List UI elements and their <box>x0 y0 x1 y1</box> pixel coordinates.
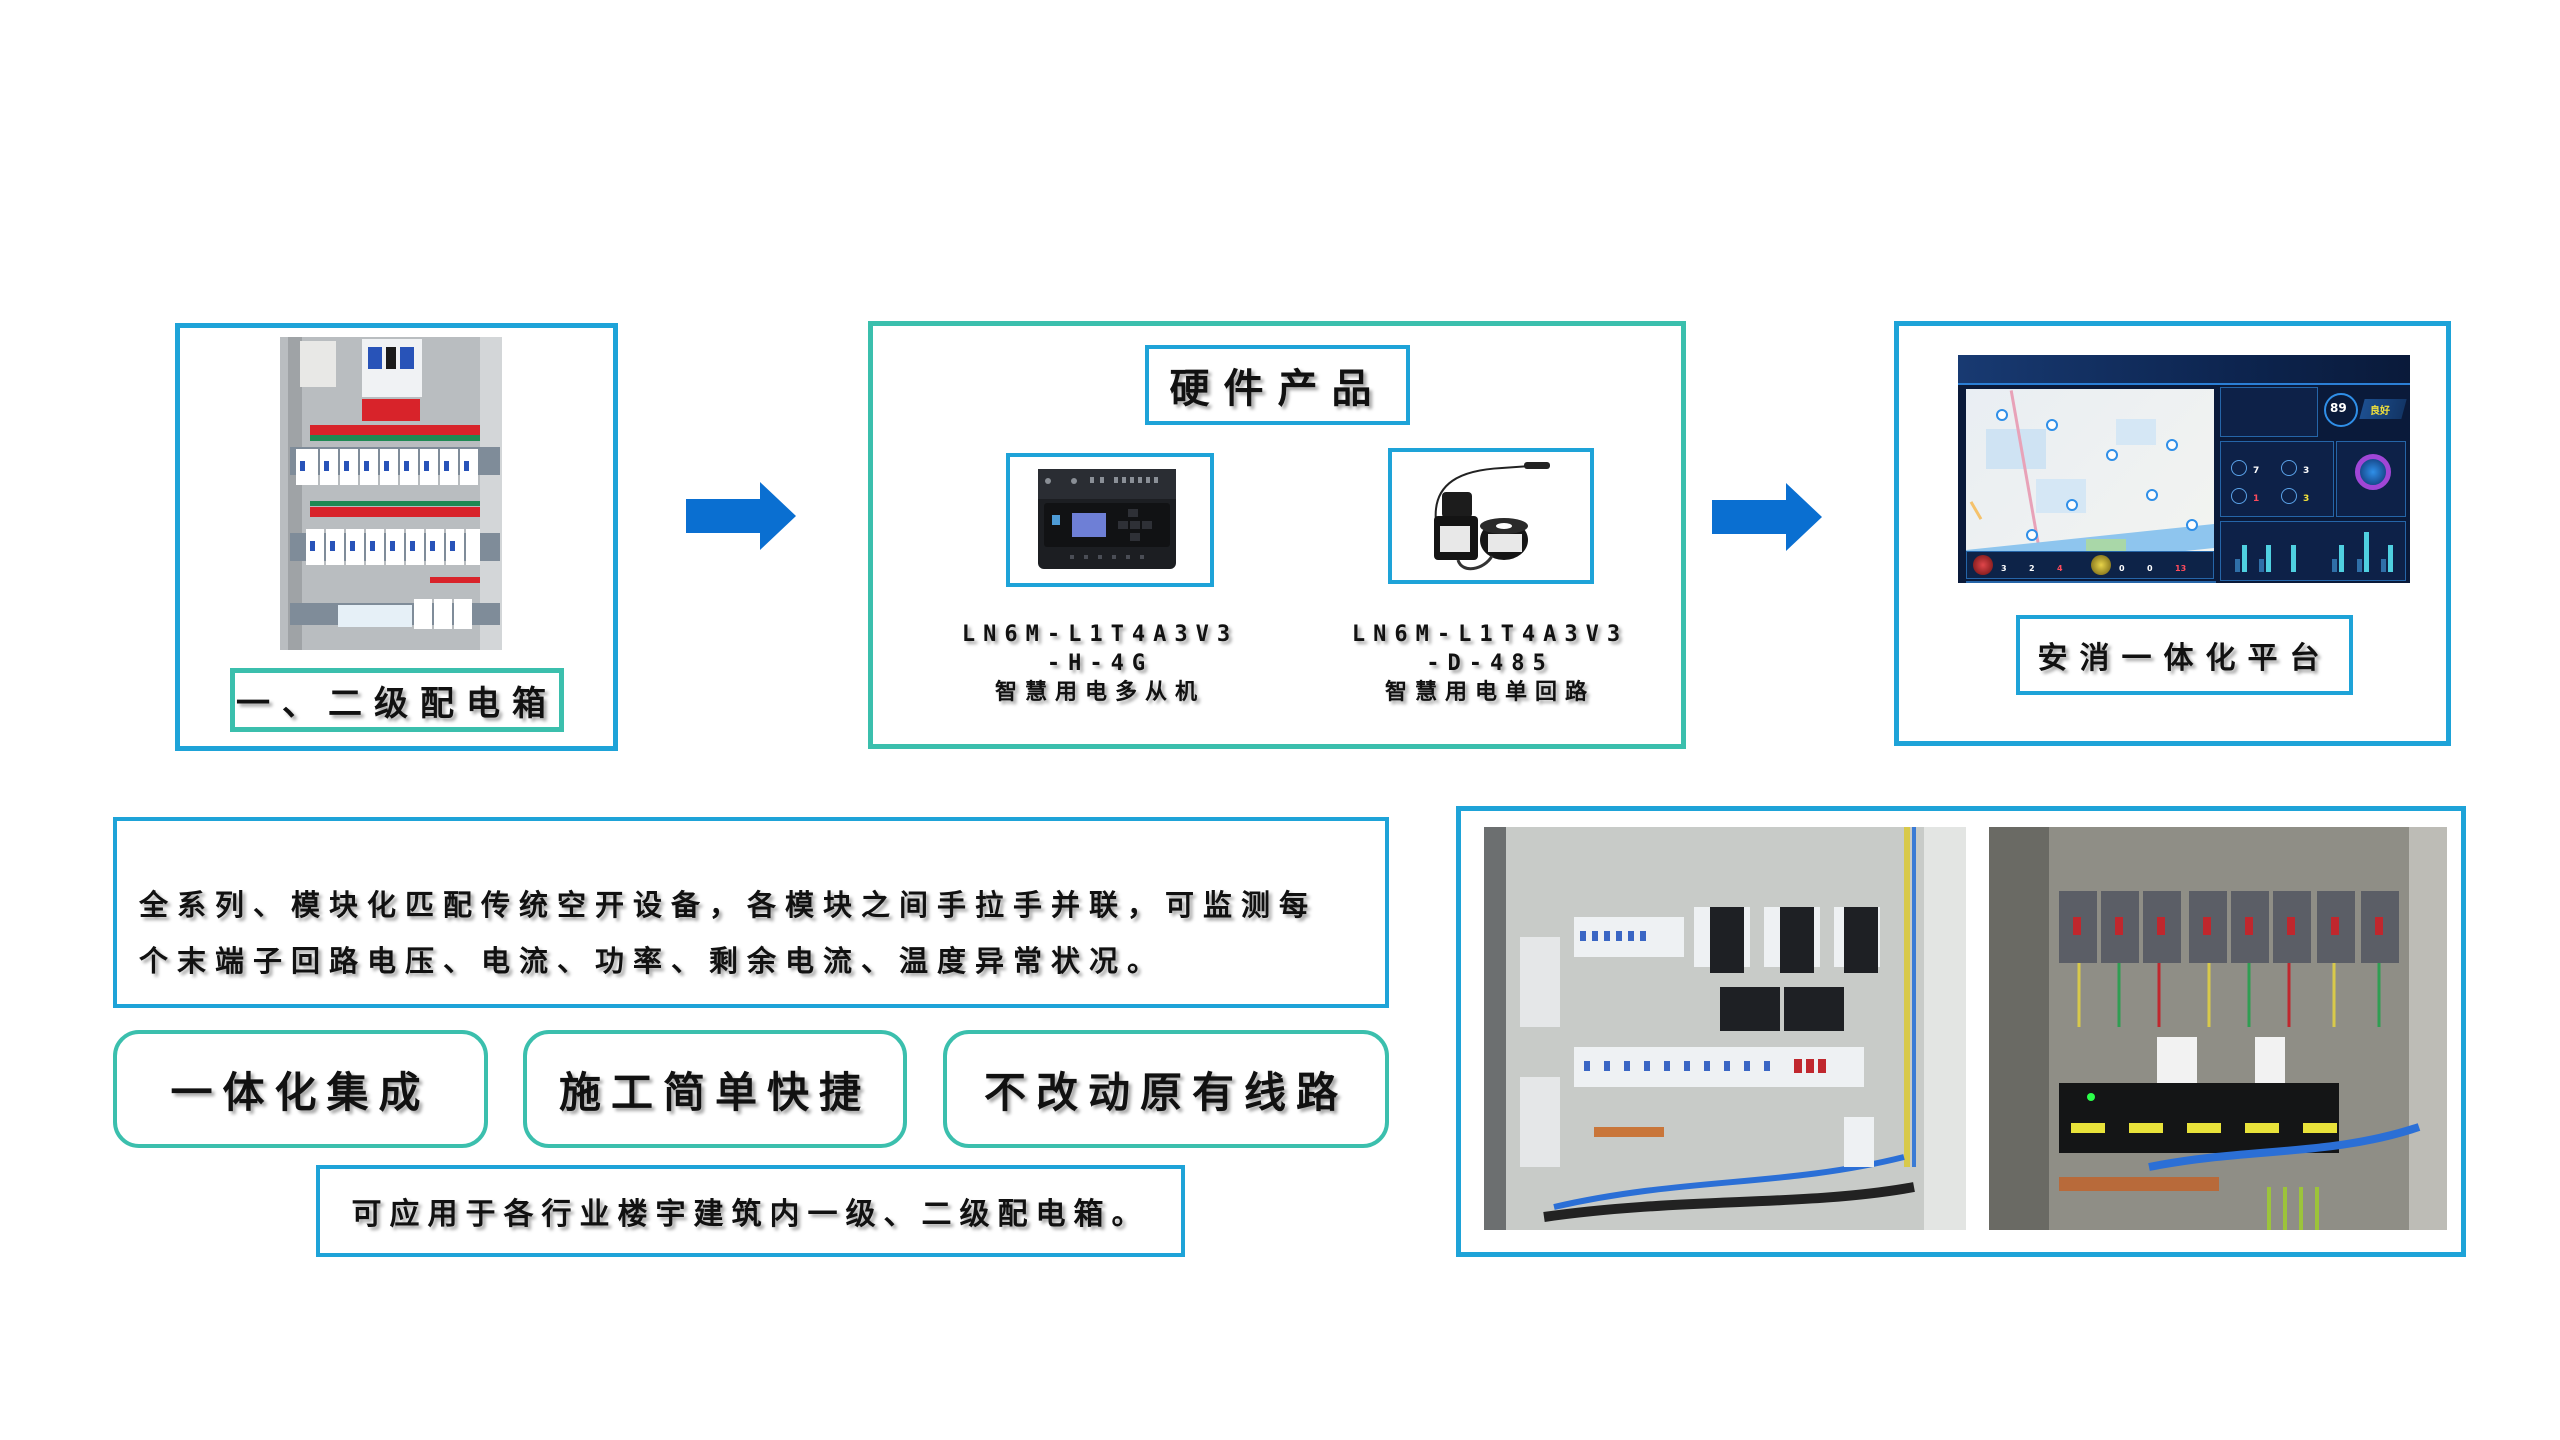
product-2-label: LN6M-L1T4A3V3 -D-485 智慧用电单回路 <box>1330 620 1650 707</box>
application-box: 可应用于各行业楼宇建筑内一级、二级配电箱。 <box>316 1165 1185 1257</box>
installed-cabinet-illustration-1 <box>1484 827 1966 1230</box>
installed-cabinet-photo-1 <box>1484 827 1966 1230</box>
mini-chart-bar-series-b <box>2242 545 2248 572</box>
description-box: 全系列、模块化匹配传统空开设备，各模块之间手拉手并联，可监测每 个末端子回路电压… <box>113 817 1389 1008</box>
stat-value-1: 7 <box>2253 466 2260 476</box>
stat-value-4: 3 <box>2303 494 2310 504</box>
product-2-model-line2: -D-485 <box>1426 651 1554 676</box>
product-1-model-line1: LN6M-L1T4A3V3 <box>961 622 1239 647</box>
mini-chart-bar-series-b <box>2387 545 2393 572</box>
platform-caption-box: 安消一体化平台 <box>2016 615 2353 695</box>
mini-chart-bar-series-a <box>2380 558 2386 572</box>
site-photos-card <box>1456 806 2466 1257</box>
right-arrow-icon <box>686 482 796 550</box>
dashboard-stats-panel: 7 3 1 3 <box>2220 441 2334 517</box>
description-line-1: 全系列、模块化匹配传统空开设备，各模块之间手拉手并联，可监测每 <box>139 888 1318 922</box>
mini-chart-bar-series-a <box>2259 558 2265 572</box>
mini-chart-bar-series-a <box>2235 558 2241 572</box>
feature-badge-2: 施工简单快捷 <box>523 1030 907 1148</box>
hardware-card <box>868 321 1686 749</box>
dashboard-score: 89 <box>2330 401 2347 415</box>
dashboard-info-panel <box>2220 387 2318 437</box>
distribution-cabinet-photo <box>280 337 502 650</box>
footer-right-value-3: 13 <box>2175 564 2187 573</box>
product-1-model-line2: -H-4G <box>1046 651 1154 676</box>
cabinet-caption: 一、二级配电箱 <box>236 683 558 724</box>
dashboard-footer: 3 2 4 0 0 13 <box>1966 551 2214 579</box>
dashboard-donut-panel <box>2336 441 2406 517</box>
platform-caption: 安消一体化平台 <box>2037 641 2332 676</box>
platform-card <box>1894 321 2451 746</box>
feature-badge-3: 不改动原有线路 <box>943 1030 1389 1148</box>
mini-chart-bar-series-a <box>2332 558 2338 572</box>
footer-left-value-2: 2 <box>2029 564 2035 573</box>
product-2-name: 智慧用电单回路 <box>1384 679 1595 705</box>
dashboard-status: 良好 <box>2370 406 2390 417</box>
hardware-title-box: 硬件产品 <box>1145 345 1410 425</box>
footer-left-value-1: 3 <box>2001 564 2007 573</box>
multi-slave-device-photo <box>1038 469 1176 569</box>
dashboard-bar-chart-panel <box>2220 521 2406 581</box>
dashboard-score-ring <box>2324 393 2358 427</box>
mini-chart-bar-series-b <box>2266 545 2272 572</box>
donut-chart <box>2355 454 2391 490</box>
right-arrow-icon <box>1712 483 1822 551</box>
hardware-title: 硬件产品 <box>1169 365 1386 412</box>
mini-chart-bar-series-b <box>2339 545 2345 572</box>
platform-dashboard-screenshot: 3 2 4 0 0 13 89 良好 7 3 1 3 <box>1958 355 2410 583</box>
mini-chart-bar-series-a <box>2356 558 2362 572</box>
product-1-name: 智慧用电多从机 <box>994 679 1205 705</box>
cabinet-illustration <box>280 337 502 650</box>
feature-3-label: 不改动原有线路 <box>983 1067 1348 1117</box>
product-photo-box-1 <box>1006 453 1214 587</box>
footer-right-value-1: 0 <box>2119 564 2125 573</box>
dashboard-header <box>1958 355 2410 385</box>
single-circuit-sensor-photo <box>1434 462 1550 571</box>
feature-2-label: 施工简单快捷 <box>558 1067 871 1117</box>
feature-badge-1: 一体化集成 <box>113 1030 488 1148</box>
product-photo-box-2 <box>1388 448 1594 584</box>
stat-value-2: 3 <box>2303 466 2310 476</box>
cabinet-caption-box: 一、二级配电箱 <box>230 668 564 732</box>
installed-cabinet-illustration-2 <box>1989 827 2447 1230</box>
footer-left-value-3: 4 <box>2057 564 2063 573</box>
mini-bar-chart <box>2229 532 2399 572</box>
installed-cabinet-photo-2 <box>1989 827 2447 1230</box>
product-2-model-line1: LN6M-L1T4A3V3 <box>1351 622 1629 647</box>
feature-1-label: 一体化集成 <box>170 1067 431 1117</box>
stat-value-3: 1 <box>2253 494 2260 504</box>
dashboard-map <box>1966 389 2214 577</box>
mini-chart-bar-series-b <box>2363 532 2369 572</box>
footer-right-value-2: 0 <box>2147 564 2153 573</box>
application-text: 可应用于各行业楼宇建筑内一级、二级配电箱。 <box>351 1197 1150 1232</box>
description-line-2: 个末端子回路电压、电流、功率、剩余电流、温度异常状况。 <box>139 944 1166 978</box>
mini-chart-bar-series-b <box>2290 545 2296 572</box>
product-1-label: LN6M-L1T4A3V3 -H-4G 智慧用电多从机 <box>940 620 1260 707</box>
cabinet-card <box>175 323 618 751</box>
dashboard-alarm-footer <box>1966 581 2216 583</box>
